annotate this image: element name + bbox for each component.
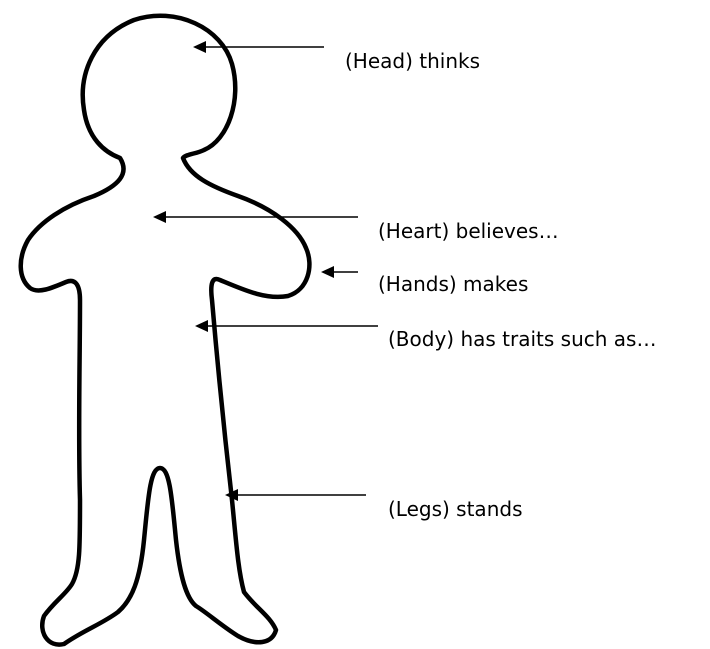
body-label: (Body) has traits such as… xyxy=(388,327,656,351)
person-outline xyxy=(21,16,310,645)
hands-arrow xyxy=(321,266,358,278)
legs-label: (Legs) stands xyxy=(388,497,522,521)
legs-arrow xyxy=(225,489,366,501)
hands-label: (Hands) makes xyxy=(378,272,528,296)
body-arrow xyxy=(195,320,378,332)
head-label: (Head) thinks xyxy=(345,49,480,73)
heart-label: (Heart) believes… xyxy=(378,219,559,243)
